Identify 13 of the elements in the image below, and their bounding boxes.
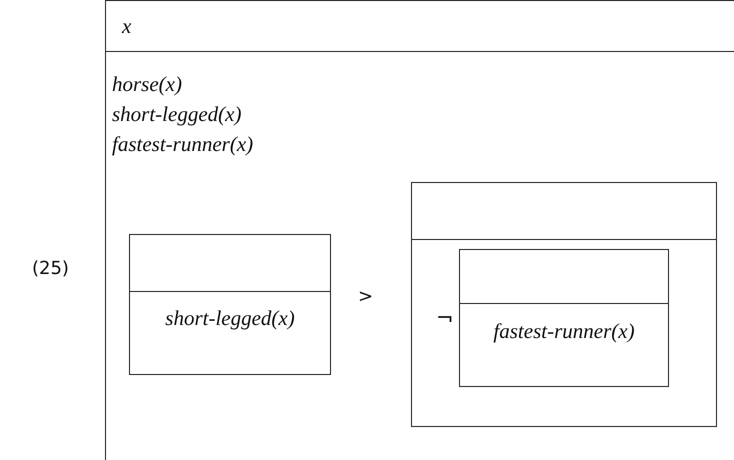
- drs-box: [459, 249, 669, 387]
- condition-text: horse(x): [112, 71, 182, 97]
- drs-box: [105, 0, 734, 460]
- condition-text: fastest-runner(x): [112, 131, 254, 157]
- negation-symbol: ¬: [436, 305, 454, 331]
- condition-text: short-legged(x): [164, 305, 296, 331]
- operator-symbol: >: [358, 286, 374, 307]
- condition-text: short-legged(x): [112, 101, 242, 127]
- variable-text: x: [122, 13, 132, 39]
- drs-box: [129, 234, 331, 375]
- condition-text: fastest-runner(x): [492, 318, 636, 344]
- drs-box: [411, 182, 717, 427]
- example-number: (25): [32, 258, 69, 279]
